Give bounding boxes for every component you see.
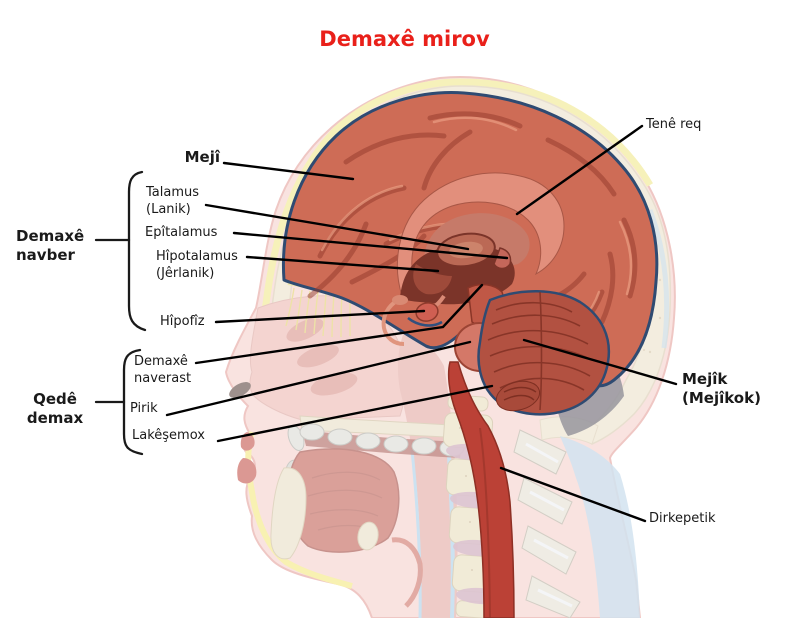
braces xyxy=(94,170,147,456)
label-dirkepetik: Dirkepetik xyxy=(649,511,716,526)
label-qede-demax: Qedê demax xyxy=(26,390,84,427)
brace-demaxe-navber xyxy=(127,170,147,332)
nostril xyxy=(229,382,251,398)
leader-line-tene-req xyxy=(515,124,644,216)
leader-line-meji xyxy=(222,161,355,181)
label-demaxe-naverast: Demaxê naverast xyxy=(134,354,192,386)
label-tene-req: Tenê req xyxy=(646,117,702,132)
neck-blue-band xyxy=(560,436,640,618)
leader-line-dirkepetik xyxy=(499,466,647,523)
leader-line-talamus xyxy=(204,203,470,251)
label-talamus: Talamus (Lanik) xyxy=(146,185,200,217)
diagram-title: Demaxê mirov xyxy=(319,27,490,51)
leader-line-hipofiz xyxy=(214,309,426,324)
spinal-cord xyxy=(447,361,515,618)
label-hipotalamus: Hîpotalamus (Jêrlanik) xyxy=(156,249,238,281)
pharynx xyxy=(397,332,458,618)
label-pirik: Pirik xyxy=(130,401,158,416)
leader-lines xyxy=(165,124,678,523)
leader-line-pirik xyxy=(165,340,472,417)
label-lakesemox: Lakêşemox xyxy=(132,428,205,443)
label-meji: Mejî xyxy=(184,148,220,166)
mandible xyxy=(270,467,307,560)
leader-line-mejik xyxy=(522,338,678,386)
label-epitalamus: Epîtalamus xyxy=(145,225,218,240)
label-hipofiz: Hîpofîz xyxy=(160,314,205,329)
corpus-callosum xyxy=(396,172,565,297)
leader-line-demaxe-naverast xyxy=(194,283,484,365)
hypothalamus xyxy=(413,264,452,295)
label-demaxe-navber: Demaxê navber xyxy=(16,227,85,264)
label-mejik: Mejîk (Mejîkok) xyxy=(682,370,761,407)
leader-line-epitalamus xyxy=(232,231,509,260)
leader-line-lakesemox xyxy=(216,384,494,443)
leader-line-hipotalamus xyxy=(245,255,440,273)
pituitary-gland xyxy=(415,302,439,322)
